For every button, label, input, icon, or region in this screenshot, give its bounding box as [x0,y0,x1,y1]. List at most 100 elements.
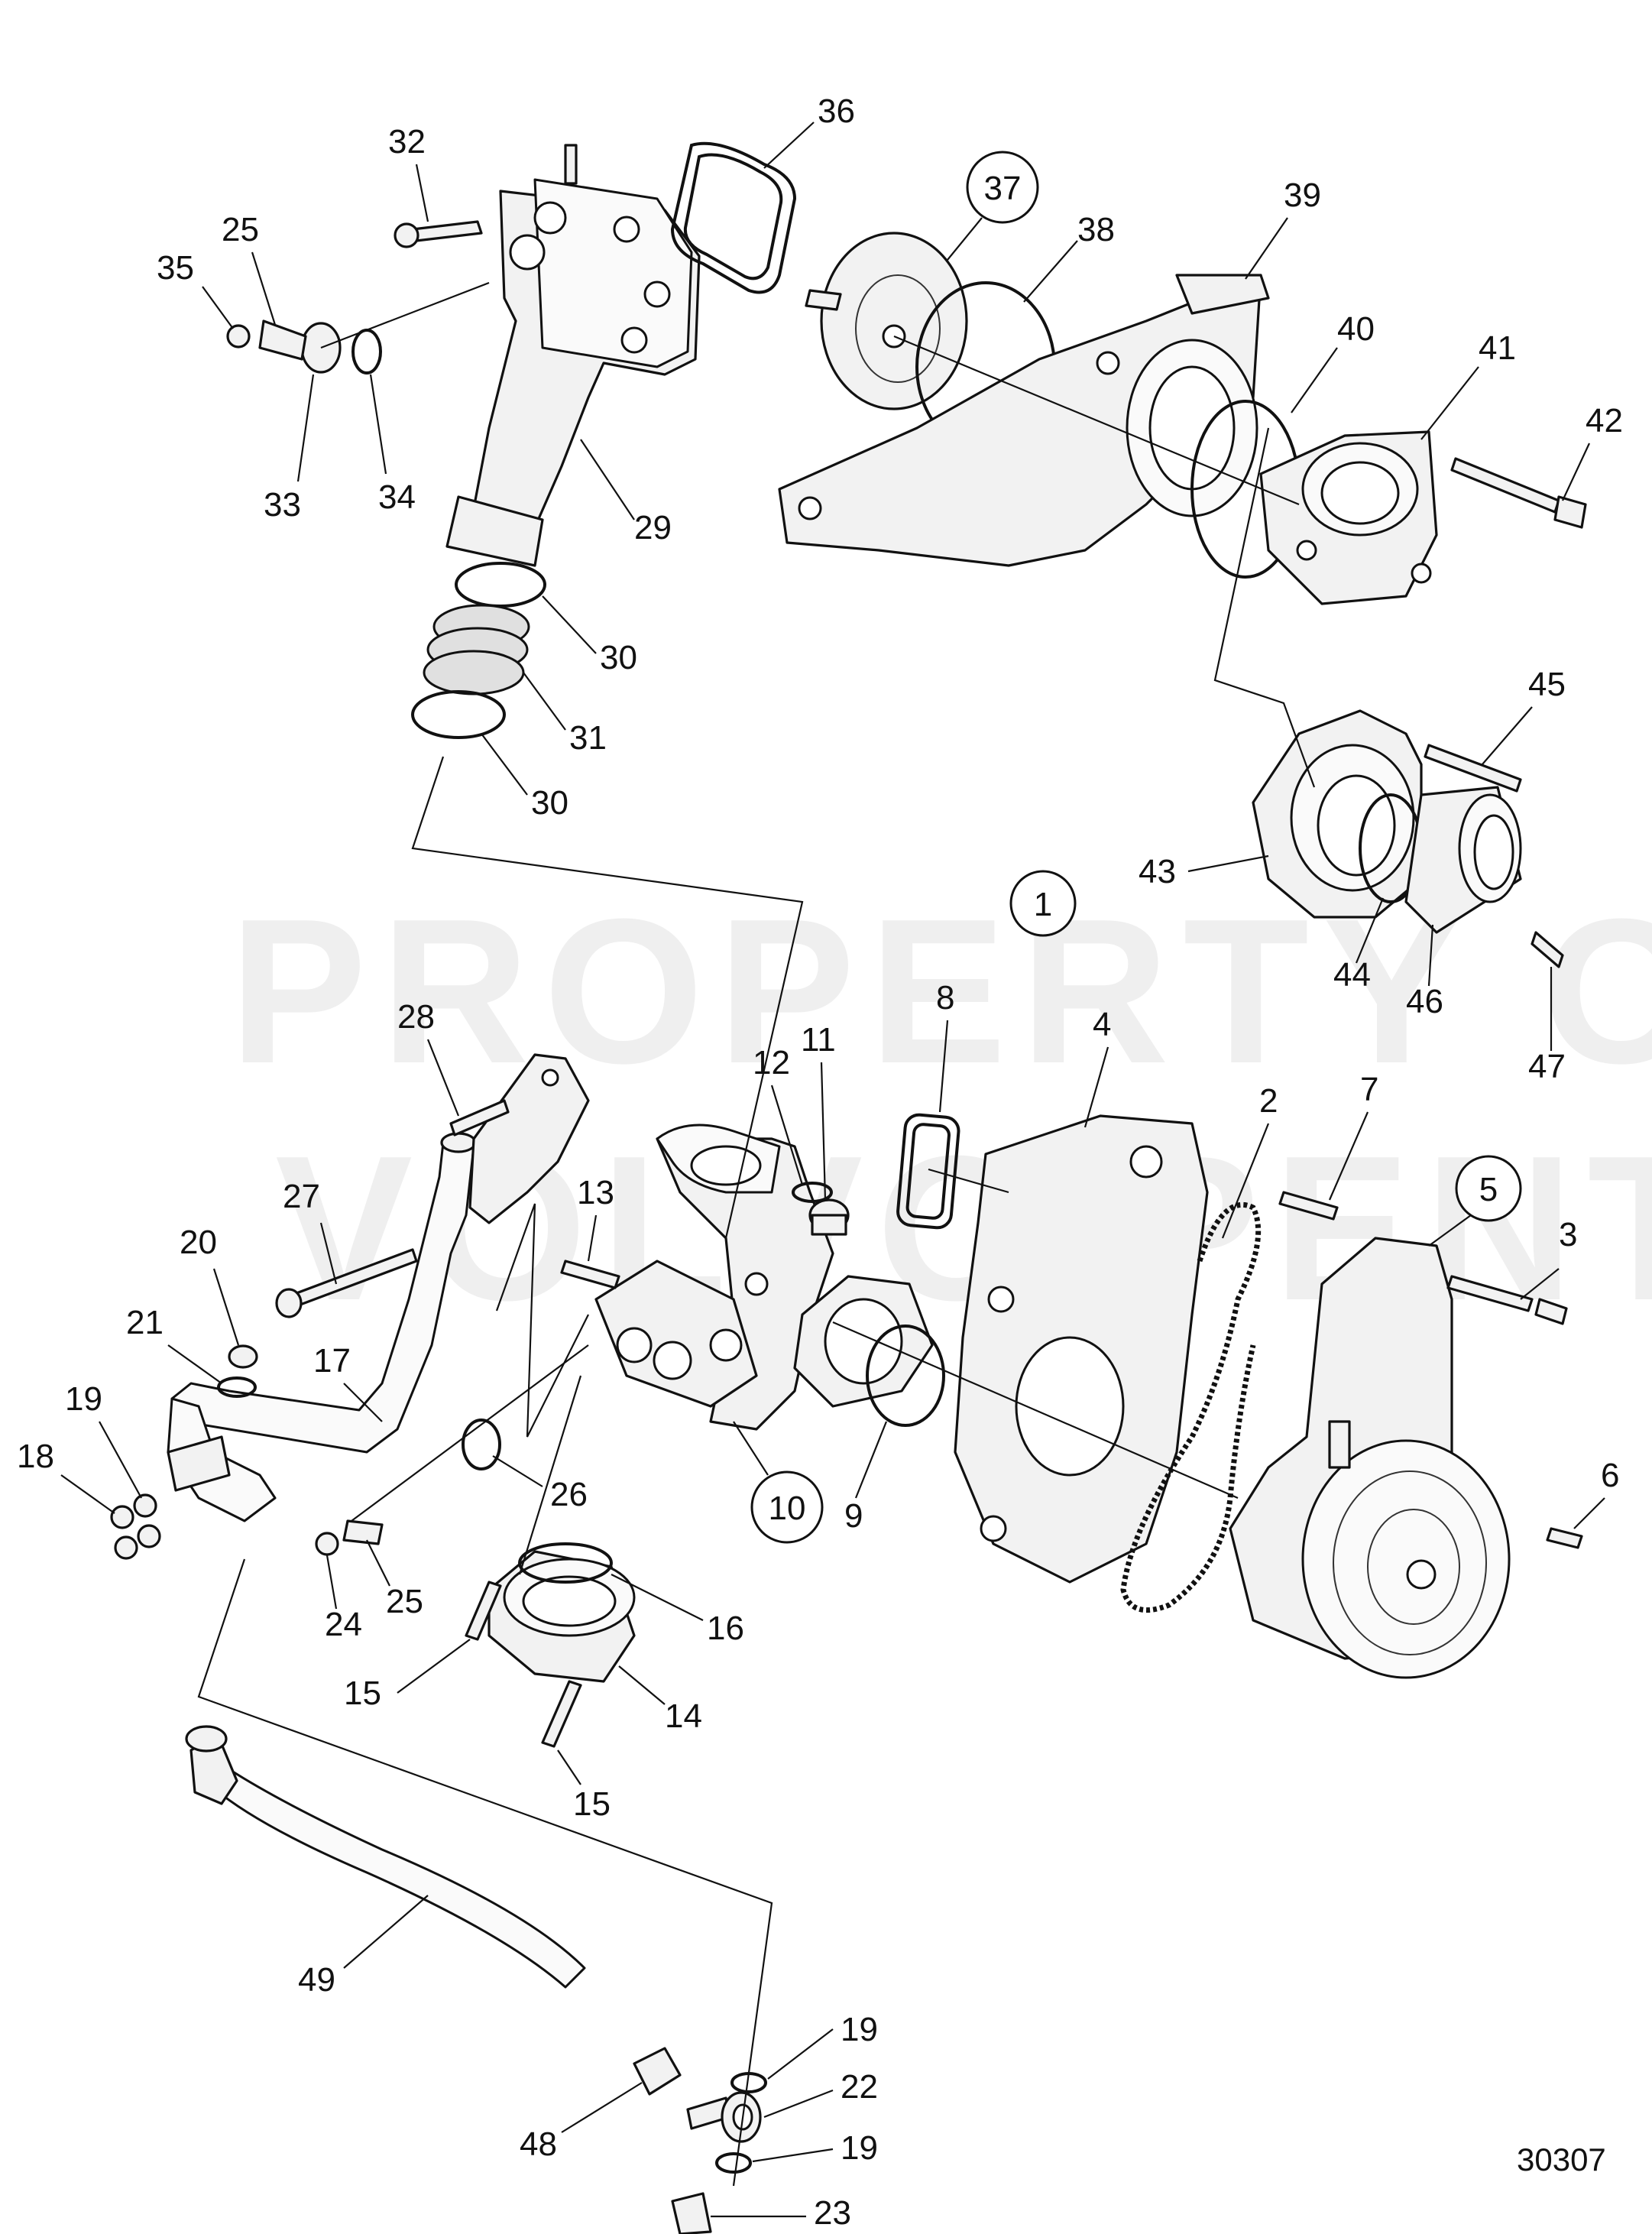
callout-25b: 25 [222,211,259,248]
part-hose [185,1725,586,1989]
part-gasket [670,141,797,294]
callout-22: 22 [841,2068,878,2106]
callout-23: 23 [814,2194,851,2232]
callout-40: 40 [1337,310,1375,348]
part-pipe-seals [411,562,546,739]
part-bolt-3 [1446,1275,1534,1312]
part-connector-46 [1404,786,1522,934]
part-coolant-pipe [445,144,701,567]
callout-14: 14 [665,1697,702,1735]
circled-ref-37: 37 [947,151,1039,261]
callout-29: 29 [634,509,672,546]
callout-28: 28 [397,998,435,1036]
part-cover-14 [488,1550,636,1683]
callout-9: 9 [844,1497,863,1535]
callout-31: 31 [569,719,607,757]
part-bolt-27 [275,1248,418,1318]
part-clip-25 [342,1519,384,1545]
callout-30a: 30 [600,639,637,676]
part-washer-19-bottom [715,2152,752,2174]
part-washer-26 [462,1419,501,1470]
callout-4: 4 [1093,1006,1111,1043]
callout-27: 27 [283,1178,320,1215]
part-chain [1120,1201,1262,1613]
part-bolt-47 [1531,931,1564,968]
callout-15b: 15 [573,1785,611,1823]
part-outlet-housing [1259,430,1438,605]
part-bolt-3-head [1534,1298,1568,1325]
circled-ref-10-label: 10 [769,1490,806,1527]
callout-2: 2 [1259,1082,1278,1120]
part-bolt-45 [1424,744,1522,793]
part-bolt-24 [315,1532,339,1556]
callout-36: 36 [818,92,855,130]
part-banjo-22 [686,2091,762,2143]
callout-25a: 25 [386,1583,423,1620]
circled-ref-5-label: 5 [1479,1171,1498,1208]
part-washer-21 [217,1376,257,1398]
callout-19b: 19 [841,2011,878,2048]
assembly-lines [197,281,1316,2187]
part-bracket-28 [449,1053,590,1224]
callout-42: 42 [1586,402,1623,439]
callout-38: 38 [1077,211,1115,248]
circled-ref-37-label: 37 [984,170,1022,207]
callout-18: 18 [17,1438,54,1475]
part-plug-20 [228,1344,258,1369]
callout-6: 6 [1601,1457,1619,1494]
callout-3: 3 [1559,1216,1577,1253]
part-oring-9 [866,1325,945,1427]
part-fitting-48 [633,2047,682,2096]
callout-41: 41 [1479,329,1516,367]
part-thermostat-housing [778,274,1270,567]
callout-39: 39 [1284,177,1321,214]
circled-ref-5: 5 [1428,1155,1522,1247]
callout-11: 11 [801,1021,836,1059]
callout-16: 16 [707,1610,744,1647]
part-seal-8 [896,1113,960,1230]
part-water-pump [1229,1237,1511,1679]
callout-19a: 19 [65,1380,102,1418]
callout-20: 20 [180,1224,217,1261]
callout-21: 21 [126,1304,164,1341]
circled-ref-1-label: 1 [1034,886,1052,923]
part-bolt-15b [541,1680,582,1748]
callout-12: 12 [753,1044,790,1081]
part-flange-housing [1252,709,1423,919]
part-bolt-7 [1278,1191,1339,1221]
part-bolt-15a [465,1581,502,1641]
circled-ref-1: 1 [1009,870,1077,937]
callouts: 2 3 4 6 7 8 9 11 12 13 14 15 15 16 17 18… [17,92,1623,2232]
callout-46: 46 [1406,983,1443,1020]
callout-47: 47 [1528,1048,1566,1085]
callout-44: 44 [1333,956,1371,994]
callout-8: 8 [936,979,954,1016]
part-fittings-18-19 [110,1493,161,1560]
callout-35: 35 [157,249,194,287]
part-pump-housing [594,1123,834,1431]
callout-26: 26 [550,1476,588,1513]
part-washer-12 [792,1182,833,1203]
callout-15a: 15 [344,1675,381,1712]
callout-49: 49 [298,1961,335,1999]
part-plug-23 [671,2192,712,2234]
callout-19c: 19 [841,2129,878,2167]
part-oring-16 [518,1542,613,1584]
callout-7: 7 [1360,1071,1378,1108]
part-thermostat [805,232,968,410]
part-bolt-6 [1546,1527,1583,1549]
part-small-fittings-top [226,220,483,374]
part-bolt-13 [560,1260,620,1289]
callout-48: 48 [520,2125,557,2163]
callout-34: 34 [378,478,416,516]
part-pump-flange [793,1275,934,1408]
part-timing-cover [954,1114,1209,1584]
callout-43: 43 [1139,853,1176,890]
callout-45: 45 [1528,666,1566,703]
callout-17: 17 [313,1342,351,1380]
callout-32: 32 [388,123,426,160]
callout-33: 33 [264,486,301,524]
drawing-number: 30307 [1517,2142,1606,2177]
